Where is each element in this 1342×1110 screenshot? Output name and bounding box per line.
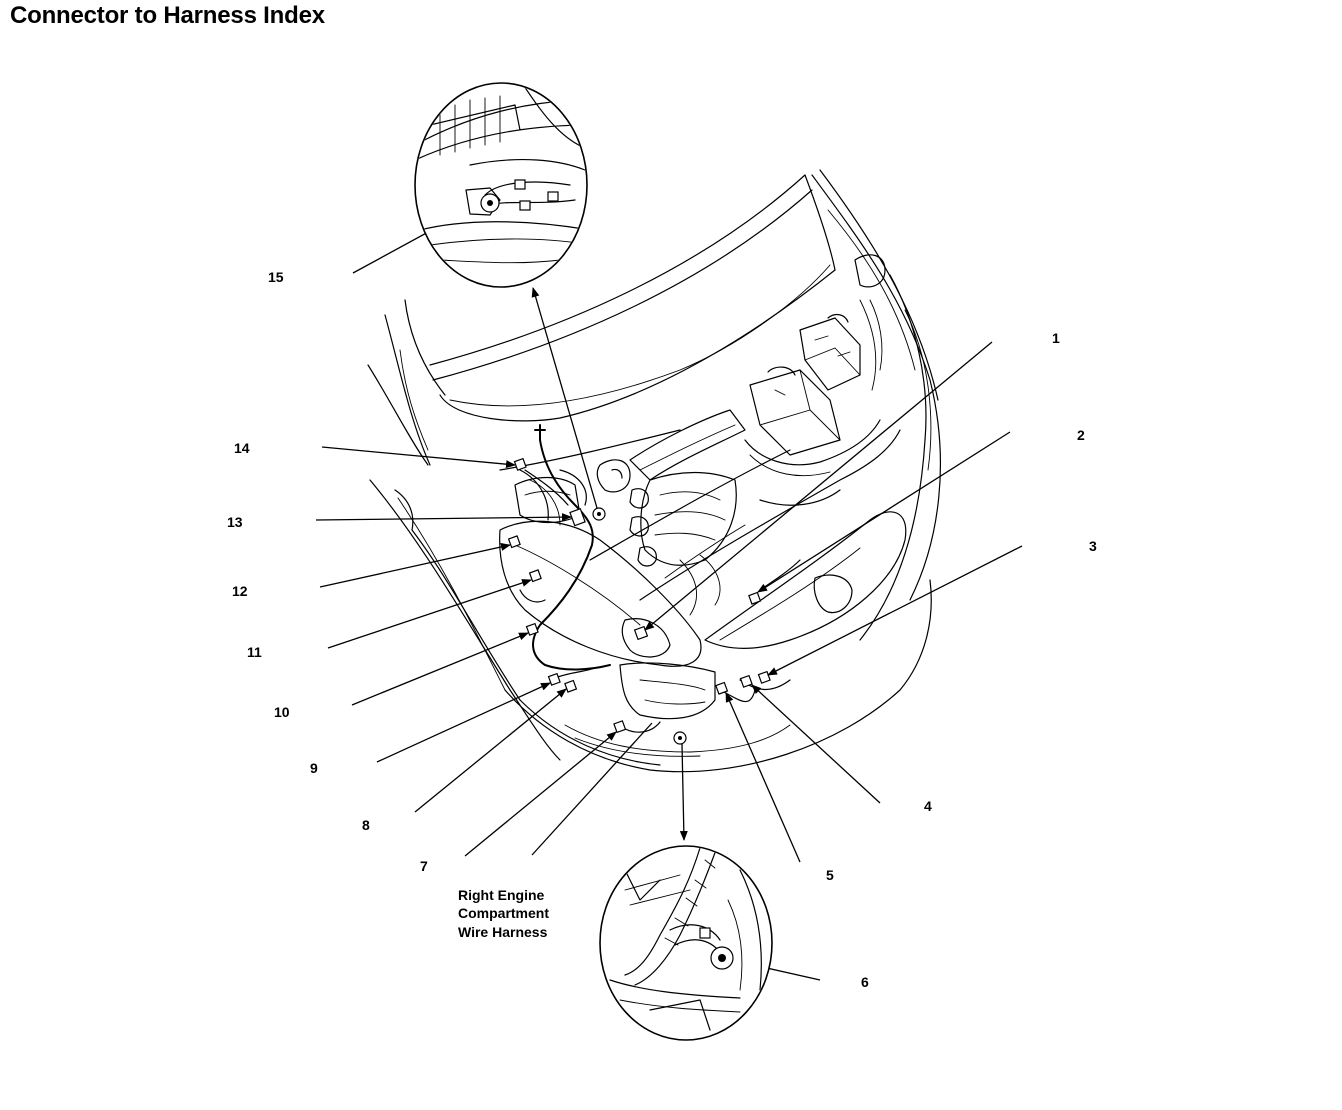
callout-6: 6 bbox=[861, 974, 869, 990]
callout-4: 4 bbox=[924, 798, 932, 814]
engine-bay bbox=[499, 254, 901, 616]
connector-14 bbox=[513, 457, 527, 471]
callout-12: 12 bbox=[232, 583, 248, 599]
connector-10 bbox=[525, 622, 539, 636]
callout-8: 8 bbox=[362, 817, 370, 833]
harness-label-line-3: Wire Harness bbox=[458, 924, 548, 940]
harness-label-line-1: Right Engine bbox=[458, 887, 545, 903]
callout-3: 3 bbox=[1089, 538, 1097, 554]
leader-13 bbox=[315, 513, 572, 522]
callout-11: 11 bbox=[247, 644, 262, 660]
callout-9: 9 bbox=[310, 760, 318, 776]
leader-12 bbox=[319, 543, 511, 588]
callout-7: 7 bbox=[420, 858, 428, 874]
leader-14 bbox=[321, 446, 516, 469]
leader-5 bbox=[725, 692, 801, 863]
leader-9 bbox=[376, 682, 551, 763]
leader-7 bbox=[464, 731, 617, 857]
leader-8 bbox=[414, 688, 567, 813]
leader-1 bbox=[644, 341, 993, 631]
callout-10: 10 bbox=[274, 704, 290, 720]
page-title: Connector to Harness Index bbox=[10, 2, 325, 29]
connector-1 bbox=[633, 625, 649, 641]
leader-3 bbox=[767, 545, 1023, 676]
callout-1: 1 bbox=[1052, 330, 1060, 346]
callout-labels: 1 2 3 4 5 6 7 8 9 10 11 12 13 14 15 bbox=[227, 269, 1097, 990]
callout-2: 2 bbox=[1077, 427, 1085, 443]
connector-8 bbox=[564, 679, 578, 693]
leader-4 bbox=[751, 684, 881, 804]
callout-15: 15 bbox=[268, 269, 284, 285]
callout-5: 5 bbox=[826, 867, 834, 883]
connector-symbols bbox=[507, 457, 771, 745]
detail-view-ground-15 bbox=[414, 82, 588, 288]
connector-2 bbox=[748, 591, 762, 605]
detail-view-ground-6 bbox=[599, 845, 773, 1041]
callout-14: 14 bbox=[234, 440, 250, 456]
connector-4 bbox=[757, 670, 771, 684]
leader-2 bbox=[757, 431, 1011, 593]
leader-10 bbox=[351, 632, 529, 706]
connector-11 bbox=[528, 569, 542, 583]
connector-9 bbox=[547, 672, 561, 686]
connector-7 bbox=[613, 720, 627, 734]
harness-label-line-2: Compartment bbox=[458, 905, 549, 921]
callout-13: 13 bbox=[227, 514, 243, 530]
leader-harness bbox=[531, 722, 653, 856]
connector-12 bbox=[507, 535, 521, 549]
connector-5 bbox=[715, 681, 729, 695]
harness-label: Right Engine Compartment Wire Harness bbox=[458, 887, 549, 940]
detail-arrow-upper bbox=[531, 287, 598, 509]
vehicle-body bbox=[367, 169, 941, 773]
detail-arrow-lower bbox=[679, 743, 688, 841]
connector-13 bbox=[569, 507, 586, 527]
connector-3 bbox=[739, 674, 753, 688]
leader-11 bbox=[327, 579, 532, 649]
